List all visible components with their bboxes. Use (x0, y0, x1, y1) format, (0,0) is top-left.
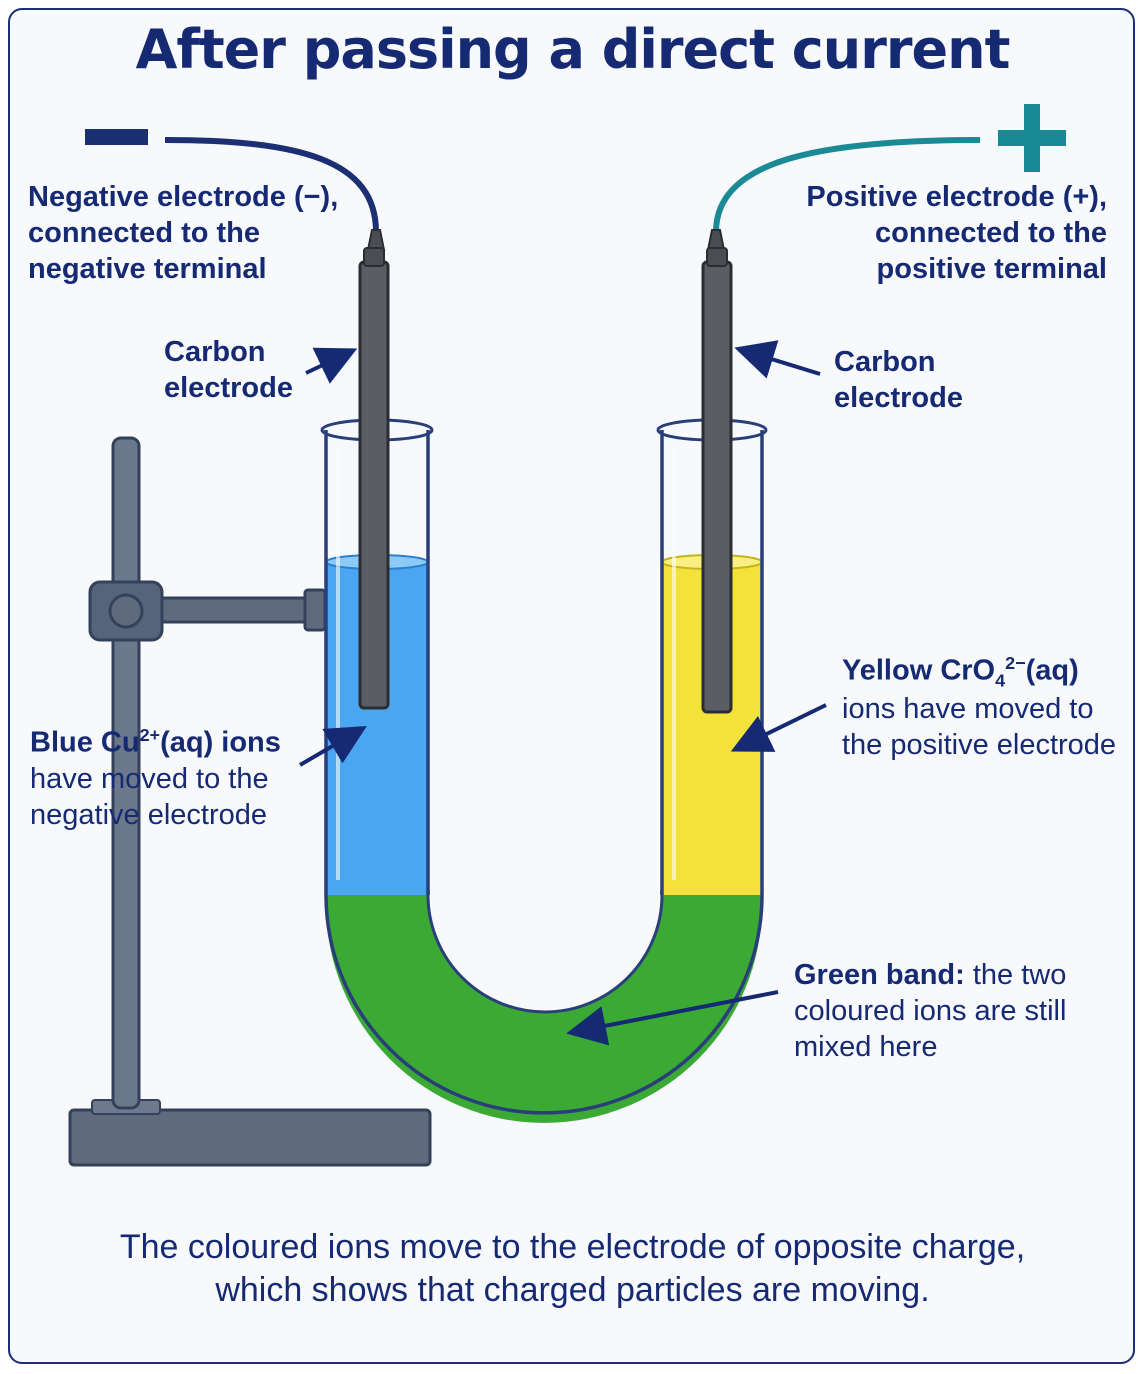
positive-wire (713, 137, 981, 233)
positive-terminal-icon (998, 104, 1066, 172)
boss-screw (108, 593, 144, 629)
clamp-arm (138, 596, 318, 624)
clamp-jaw (303, 588, 327, 632)
stand-base (68, 1108, 432, 1167)
page-title: After passing a direct current (135, 18, 1011, 81)
blue-ions-arrow (298, 725, 367, 767)
caption: The coloured ions move to the electrode … (119, 1228, 1026, 1309)
right-carbon-electrode (701, 229, 733, 714)
negative-terminal-icon (85, 129, 148, 145)
left-carbon-electrode (358, 229, 390, 710)
negative-wire (164, 137, 379, 233)
negative-electrode-label: Negative electrode (−), connected to the… (28, 181, 339, 285)
blue-ions-label: Blue Cu2+(aq) ions have moved to the neg… (30, 725, 281, 831)
yellow-ions-label: Yellow CrO42−(aq) ions have moved to the… (842, 653, 1117, 761)
outer-glass (324, 430, 764, 1115)
yellow-ions-arrow (730, 703, 827, 752)
carbon-left-arrow (305, 347, 358, 384)
green-band-label: Green band: the two coloured ions are st… (794, 959, 1067, 1063)
green-band-arrow (566, 990, 779, 1046)
carbon-right-arrow (734, 340, 821, 379)
carbon-electrode-left-label: Carbon electrode (164, 336, 293, 404)
positive-electrode-label: Positive electrode (+), connected to the… (806, 181, 1107, 285)
inner-bend (426, 894, 664, 1014)
carbon-electrode-right-label: Carbon electrode (834, 346, 963, 414)
retort-stand (68, 436, 432, 1167)
